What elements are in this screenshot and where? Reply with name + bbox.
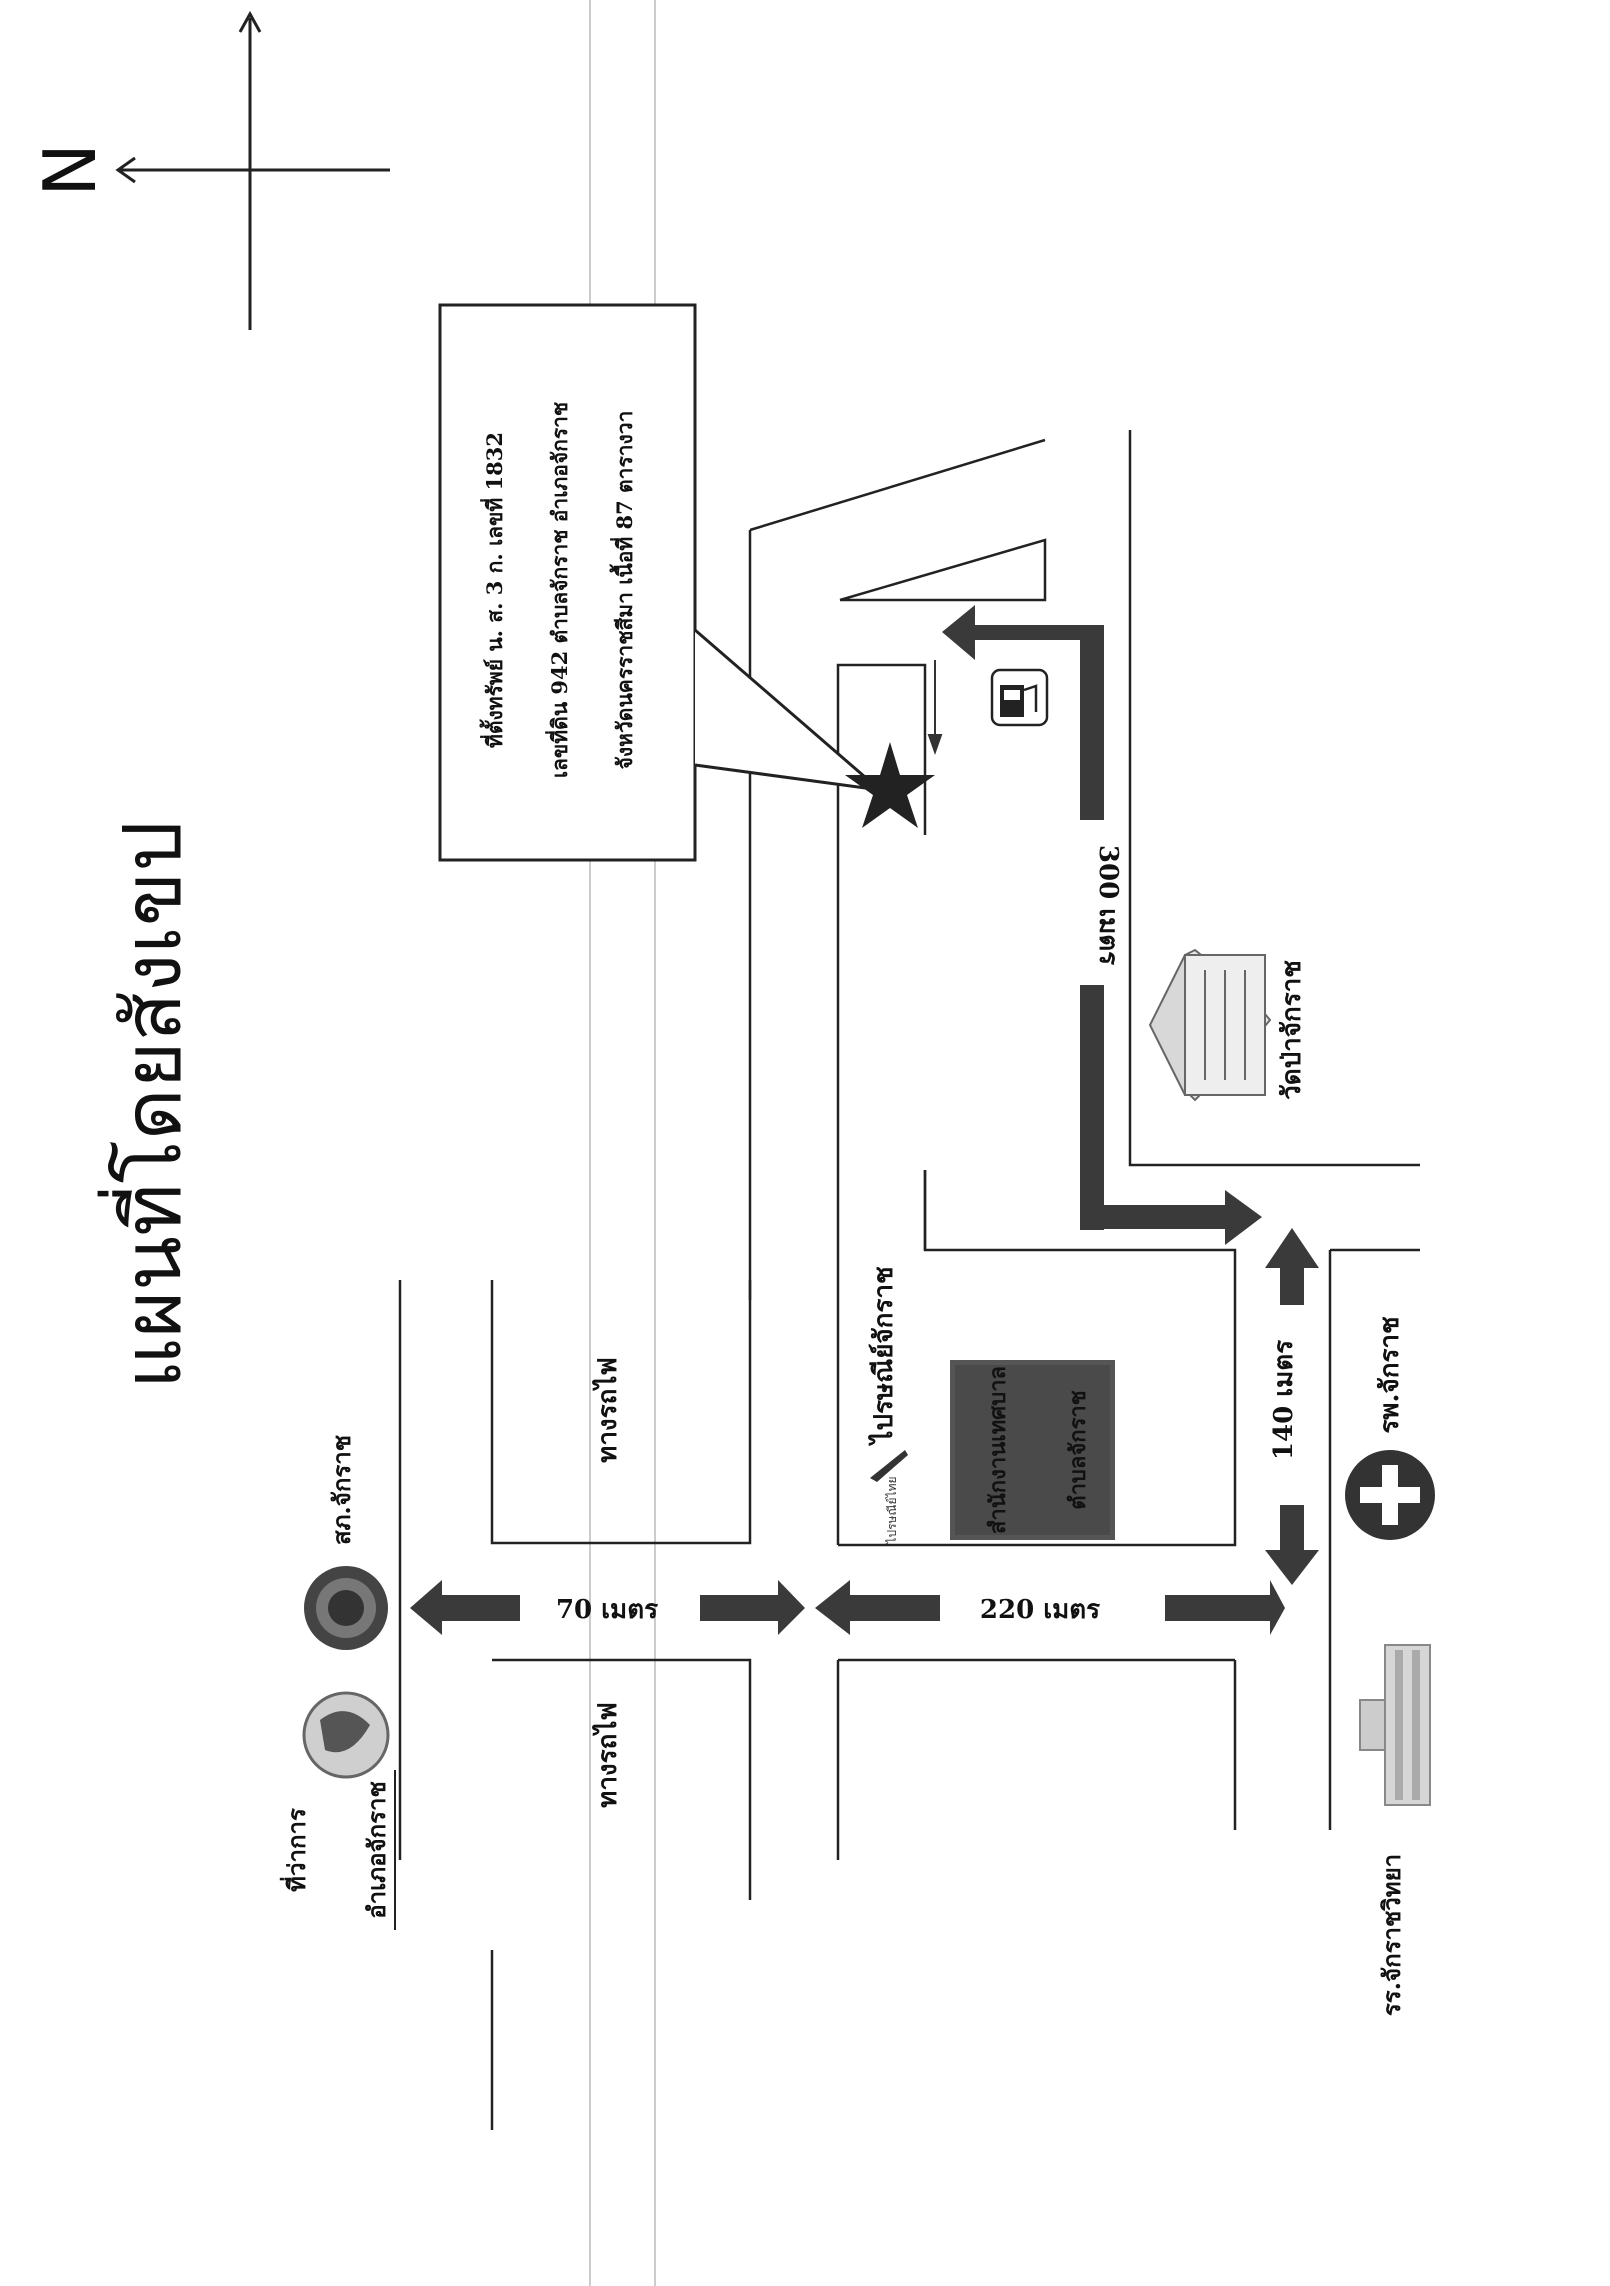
small-pointer-arrow [927,660,943,756]
arrow-70-left-shaft [440,1595,520,1621]
arrow-300-head [942,605,1100,660]
arrow-220-right-shaft [1165,1595,1275,1621]
arrow-300-shaft-bottom [1080,985,1104,1230]
arrow-140-up-shaft [1280,1265,1304,1305]
star-icon [845,742,935,828]
callout-line1: ที่ตั้งทรัพย์ น. ส. 3 ก. เลขที่ 1832 [479,432,507,748]
gas-station-icon [990,668,1049,727]
route-arrows [410,605,1319,1635]
hospital-cross-icon [1345,1450,1435,1540]
police-label: สภ.จักราช [327,1435,356,1545]
police-seal-icon [304,1566,388,1650]
arrow-70-right-shaft [700,1595,780,1621]
arrow-220-left-head [815,1580,850,1635]
subdistrict-office-building [950,1360,1115,1540]
railway-label-1: ทางรถไฟ [591,1357,623,1463]
callout-pointer [694,628,885,793]
compass-icon [115,10,390,330]
subdistrict-office-label-2: ตำบลจักราช [1065,1390,1091,1509]
arrow-70-right-head [778,1580,805,1635]
temple-icon [1148,948,1272,1102]
roads [398,430,1420,2130]
arrow-220-left-shaft [850,1595,940,1621]
district-office-label-2: อำเภอจักราช [362,1781,391,1919]
district-seal-icon [302,1691,390,1779]
callout-line3: จังหวัดนครราชสีมา เนื้อที่ 87 ตารางวา [609,411,637,770]
callout-box [438,303,697,862]
arrow-140-down-shaft [1280,1505,1304,1555]
property-callout: ที่ตั้งทรัพย์ น. ส. 3 ก. เลขที่ 1832 เลข… [438,303,885,862]
arrow-140-up-head [1265,1228,1319,1268]
callout-line2: เลขที่ดิน 942 ตำบลจักราช อำเภอจักราช [544,402,572,778]
wat-label: วัดป่าจักราช [1277,960,1307,1100]
arrow-300-shaft-top [1080,625,1104,820]
hospital-label: รพ.จักราช [1375,1316,1405,1433]
north-letter: N [28,143,112,197]
arrow-bend [1080,1205,1230,1229]
distance-140: 140 เมตร [1269,1340,1299,1460]
post-office-label: ไปรษณีย์จักราช [867,1266,899,1446]
distance-300: 300 เมตร [1093,845,1123,965]
arrow-140-down-head [1265,1550,1319,1585]
map-title: แผนที่โดยสังเขป [98,821,199,1389]
post-logo-icon: ไปรษณีย์ไทย [870,1450,908,1545]
distance-220: 220 เมตร [980,1595,1100,1625]
railway-label-2: ทางรถไฟ [591,1702,623,1808]
subdistrict-office-label-1: สำนักงานเทศบาล [985,1366,1011,1534]
arrow-bend-head [1225,1190,1262,1245]
school-label: รร.จักราชวิทยา [1377,1854,1406,2016]
district-office-label-1: ที่ว่าการ [279,1808,311,1892]
post-logo-text: ไปรษณีย์ไทย [885,1476,899,1544]
arrow-220-right-head [1270,1580,1285,1635]
distance-70: 70 เมตร [556,1595,658,1625]
arrow-70-left-head [410,1580,442,1635]
school-icon [1359,1644,1431,1806]
